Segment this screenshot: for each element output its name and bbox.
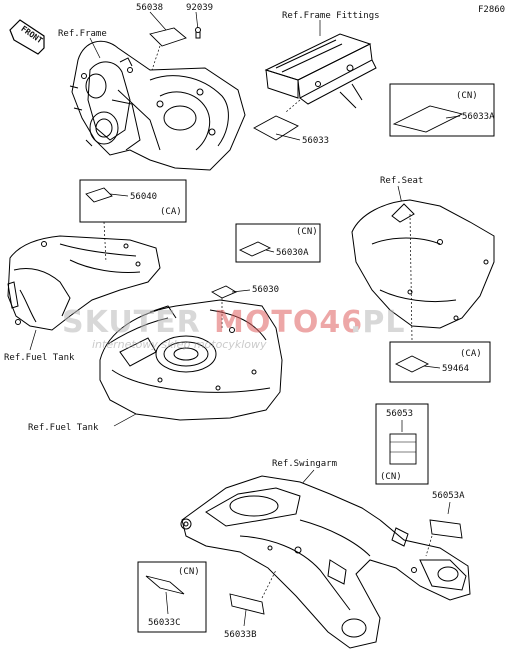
watermark-tagline: internetowy sklep motocyklowy (92, 338, 267, 351)
part-56033A-label: 56033A (462, 112, 495, 122)
fuel-tank-cover-drawing (7, 235, 161, 331)
part-56038-label: 56038 (136, 3, 163, 13)
part-56033-label: 56033 (302, 136, 329, 146)
market-cn-56033C: (CN) (178, 567, 200, 577)
label-56033A-box: (CN) 56033A (389, 83, 495, 137)
label-56040-sticker (85, 187, 113, 203)
ref-swingarm-label: Ref.Swingarm (272, 459, 337, 469)
market-ca-59464: (CA) (460, 349, 482, 359)
part-92039-label: 92039 (186, 3, 213, 13)
figure-code: F2860 (478, 5, 505, 15)
label-56053-sticker (389, 433, 417, 465)
label-56033B-sticker (229, 593, 265, 615)
ref-frame-fittings-label: Ref.Frame Fittings (282, 11, 380, 21)
ref-frame-label: Ref.Frame (58, 29, 107, 39)
part-56053A-label: 56053A (432, 491, 465, 501)
label-56030A-box: (CN) 56030A (235, 223, 321, 263)
label-56053A-sticker (429, 519, 463, 539)
label-56053-box: 56053 (CN) (375, 403, 429, 485)
label-56033A-sticker (392, 105, 464, 133)
label-56030A-sticker (238, 241, 272, 257)
frame-fittings-drawing (264, 33, 377, 109)
seat-drawing (351, 199, 495, 329)
part-59464-label: 59464 (442, 364, 469, 374)
part-56033C-label: 56033C (148, 618, 181, 628)
part-56030-label: 56030 (252, 285, 279, 295)
label-56038-sticker (149, 27, 187, 47)
label-59464-sticker (394, 355, 430, 373)
watermark: SKUTER MOTO46 .PL internetowy sklep moto… (62, 305, 406, 351)
label-59464-box: (CA) 59464 (389, 341, 491, 383)
part-56040-label: 56040 (130, 192, 157, 202)
watermark-brand-a: SKUTER (62, 305, 201, 340)
label-56033C-sticker (145, 575, 185, 595)
part-56033B-label: 56033B (224, 630, 257, 640)
market-cn-56053: (CN) (380, 472, 402, 482)
market-ca-56040: (CA) (160, 207, 182, 217)
ref-fuel-tank-1-label: Ref.Fuel Tank (4, 353, 75, 363)
market-cn-56033A: (CN) (456, 91, 478, 101)
label-56040-box: 56040 (CA) (79, 179, 187, 223)
label-56033C-box: (CN) 56033C (137, 561, 207, 633)
label-56033-sticker (253, 115, 299, 141)
ref-fuel-tank-2-label: Ref.Fuel Tank (28, 423, 99, 433)
frame-drawing (69, 40, 246, 171)
part-56030A-label: 56030A (276, 248, 309, 258)
market-cn-56030A: (CN) (296, 227, 318, 237)
rivet-92039 (195, 27, 201, 39)
ref-seat-label: Ref.Seat (380, 176, 423, 186)
label-56030-sticker (211, 285, 237, 299)
front-arrow-icon: FRONT (9, 19, 45, 55)
watermark-brand-b: MOTO46 (214, 305, 363, 340)
fuel-tank-drawing (99, 299, 283, 421)
watermark-tld: .PL (350, 305, 406, 340)
part-56053-label: 56053 (386, 409, 413, 419)
swingarm-drawing (180, 475, 471, 649)
